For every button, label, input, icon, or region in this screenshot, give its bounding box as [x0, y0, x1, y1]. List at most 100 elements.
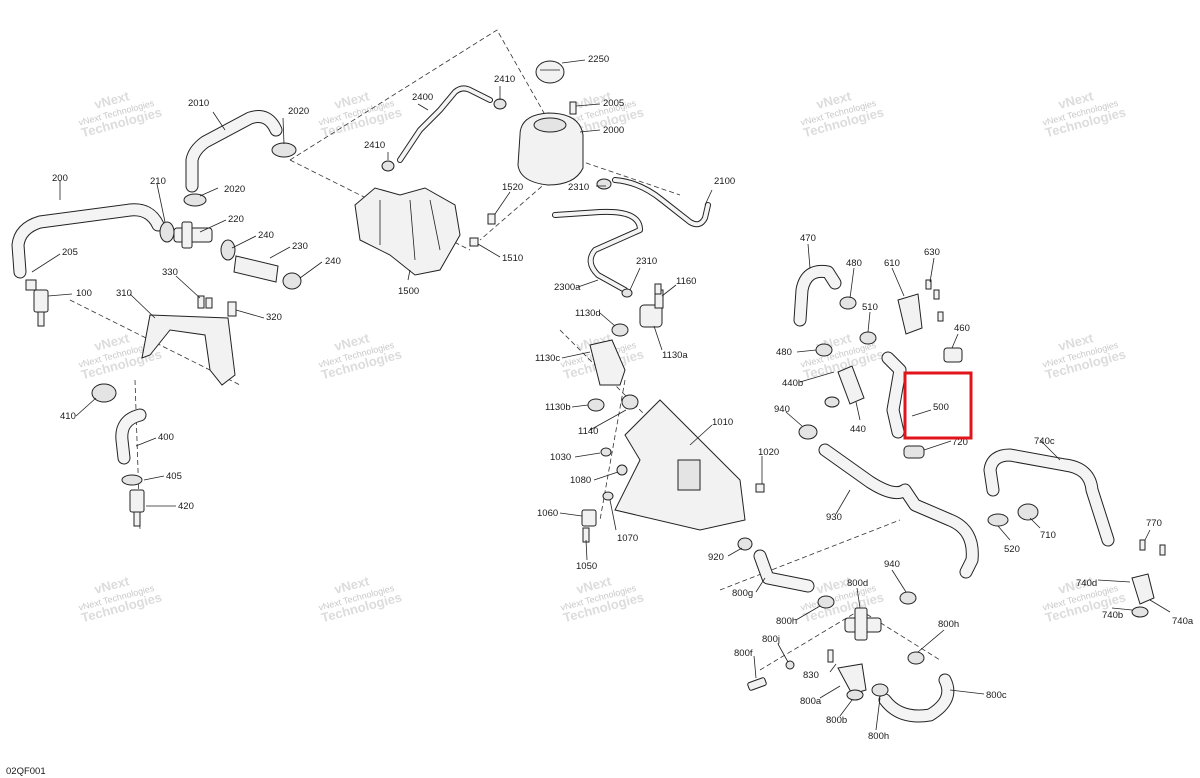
- oring-1130d[interactable]: [611, 323, 629, 337]
- hose-230[interactable]: [233, 255, 279, 283]
- bolt-1520[interactable]: [487, 213, 496, 225]
- oring-740b[interactable]: [1131, 606, 1149, 618]
- label-470: 470: [800, 233, 816, 244]
- clip-1060[interactable]: [581, 509, 597, 527]
- clamp-240-b[interactable]: [282, 272, 302, 290]
- label-800j: 800j: [762, 634, 780, 645]
- clamp-2410-b[interactable]: [381, 160, 395, 172]
- tee-220[interactable]: [173, 221, 213, 249]
- cap-2250[interactable]: [535, 60, 565, 84]
- elbow-440[interactable]: [837, 365, 865, 405]
- elbow-800a[interactable]: [837, 663, 867, 695]
- sensor-100[interactable]: [25, 279, 49, 327]
- screw-320[interactable]: [227, 301, 237, 317]
- bracket-310[interactable]: [141, 314, 236, 386]
- nut-1080[interactable]: [616, 464, 628, 476]
- clamp-720[interactable]: [903, 445, 925, 459]
- label-2250: 2250: [588, 54, 609, 65]
- label-440: 440: [850, 424, 866, 435]
- nut-1030[interactable]: [600, 447, 612, 457]
- label-2000: 2000: [603, 125, 624, 136]
- washer-1070[interactable]: [602, 491, 614, 501]
- clamp-405[interactable]: [121, 474, 143, 486]
- screw-830[interactable]: [827, 649, 834, 663]
- label-800b: 800b: [826, 715, 847, 726]
- screw-1020[interactable]: [755, 483, 765, 493]
- label-830: 830: [803, 670, 819, 681]
- plate-1010[interactable]: [614, 399, 746, 531]
- housing-1130c[interactable]: [589, 339, 626, 386]
- label-1070: 1070: [617, 533, 638, 544]
- tee-800d[interactable]: [844, 607, 882, 641]
- hose-740c[interactable]: [983, 448, 1115, 547]
- hose-930[interactable]: [818, 443, 979, 579]
- hose-470[interactable]: [793, 264, 842, 327]
- hose-2100[interactable]: [612, 177, 711, 228]
- clamp-210[interactable]: [159, 221, 175, 243]
- thermostat-1140[interactable]: [621, 394, 639, 410]
- sensor-1050[interactable]: [582, 527, 590, 543]
- label-1080: 1080: [570, 475, 591, 486]
- clamp-710[interactable]: [1017, 503, 1039, 521]
- clamp-800h-c[interactable]: [871, 683, 889, 697]
- clamp-2020-top[interactable]: [271, 142, 297, 158]
- label-240-b: 240: [325, 256, 341, 267]
- label-1520: 1520: [502, 182, 523, 193]
- fitting-460[interactable]: [943, 347, 963, 363]
- clamp-920[interactable]: [737, 537, 753, 551]
- bolt-1510[interactable]: [469, 237, 479, 247]
- label-800h-c: 800h: [868, 731, 889, 742]
- highlight-box-500[interactable]: 500: [903, 371, 973, 440]
- clamp-480-b[interactable]: [815, 343, 833, 357]
- screw-330[interactable]: [197, 295, 213, 309]
- hose-200[interactable]: [11, 203, 165, 279]
- elbow-740a[interactable]: [1131, 573, 1155, 605]
- clamp-2410-a[interactable]: [493, 98, 507, 110]
- hose-500[interactable]: [881, 351, 907, 439]
- hose-2010[interactable]: [185, 110, 283, 193]
- clamp-800h-a[interactable]: [817, 595, 835, 609]
- screw-2005[interactable]: [569, 101, 577, 115]
- label-1030: 1030: [550, 452, 571, 463]
- label-2310-a: 2310: [568, 182, 589, 193]
- bolt-1160[interactable]: [654, 283, 662, 295]
- clamp-480-a[interactable]: [839, 296, 857, 310]
- clamp-2310-a[interactable]: [596, 178, 612, 190]
- label-330: 330: [162, 267, 178, 278]
- clamp-940-b[interactable]: [899, 591, 917, 605]
- sensor-420[interactable]: [129, 489, 145, 527]
- hose-400[interactable]: [115, 408, 147, 465]
- clamp-410[interactable]: [91, 383, 117, 403]
- label-740c: 740c: [1034, 436, 1055, 447]
- hose-2300a[interactable]: [552, 208, 643, 293]
- label-520: 520: [1004, 544, 1020, 555]
- label-500: 500: [933, 402, 949, 413]
- label-800h-a: 800h: [776, 616, 797, 627]
- housing-1130a[interactable]: [639, 289, 664, 328]
- screws-630[interactable]: [925, 279, 944, 322]
- label-1010: 1010: [712, 417, 733, 428]
- oring-800b[interactable]: [846, 689, 864, 701]
- oring-1130b[interactable]: [587, 398, 605, 412]
- label-1130d: 1130d: [575, 308, 601, 319]
- label-2100: 2100: [714, 176, 735, 187]
- clamp-510[interactable]: [859, 331, 877, 345]
- clamp-240-a[interactable]: [220, 239, 236, 261]
- hose-800g[interactable]: [753, 549, 815, 593]
- oring-440b[interactable]: [824, 396, 840, 408]
- hose-800c[interactable]: [878, 673, 955, 723]
- clamp-800h-b[interactable]: [907, 651, 925, 665]
- clamp-2310-b[interactable]: [621, 288, 633, 298]
- screws-770[interactable]: [1139, 539, 1166, 556]
- clamp-520[interactable]: [987, 513, 1009, 527]
- tank-2000[interactable]: [517, 112, 584, 186]
- sensor-800f[interactable]: [747, 677, 767, 691]
- support-1500[interactable]: [354, 187, 461, 276]
- clamp-2020-mid[interactable]: [183, 193, 207, 207]
- bracket-610[interactable]: [897, 293, 923, 335]
- washer-800j[interactable]: [785, 660, 795, 670]
- hose-2400[interactable]: [397, 85, 493, 163]
- label-410: 410: [60, 411, 76, 422]
- label-740d: 740d: [1076, 578, 1097, 589]
- clamp-940-a[interactable]: [798, 424, 818, 440]
